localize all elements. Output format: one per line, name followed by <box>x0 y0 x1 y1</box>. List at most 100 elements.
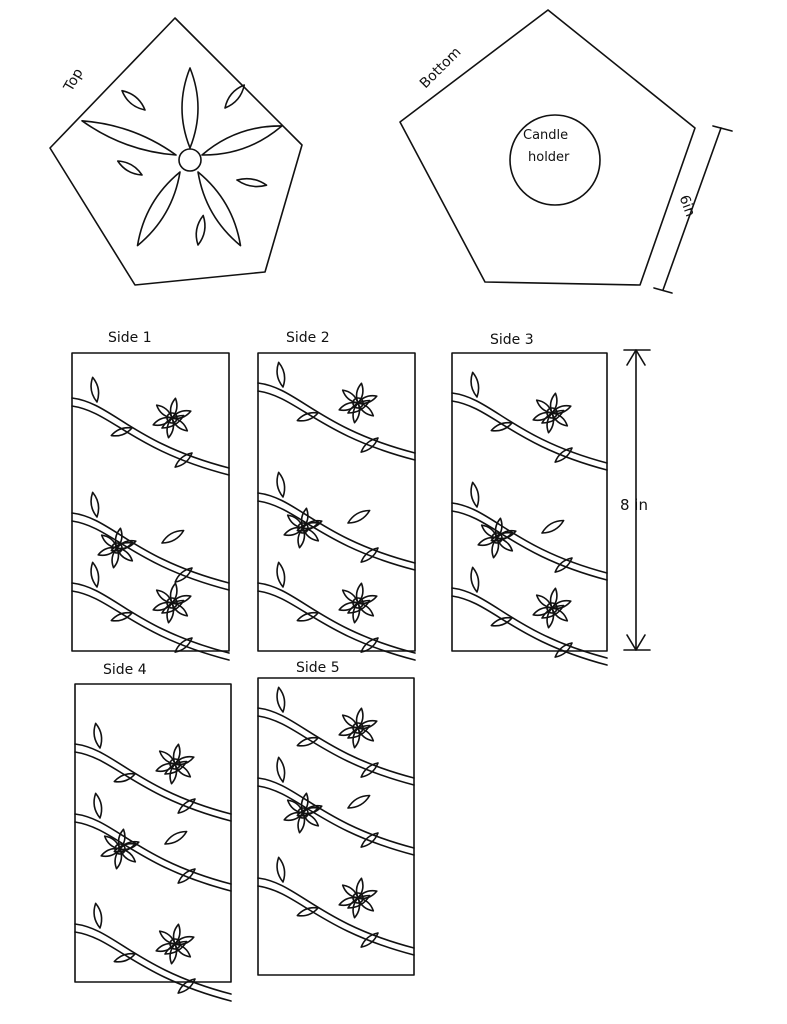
flower-petal <box>532 411 553 422</box>
leaf <box>174 637 193 653</box>
top-petal-cutouts <box>81 67 283 247</box>
side-panel-outline <box>451 352 608 652</box>
side-5-panel <box>257 677 415 976</box>
flower-petal <box>297 812 306 834</box>
branch-line <box>71 405 230 476</box>
flower <box>283 792 323 834</box>
leaf <box>276 686 286 713</box>
flower-petal <box>477 536 498 547</box>
flower-petal <box>155 942 176 953</box>
leaf <box>174 452 193 468</box>
leaf <box>93 792 103 819</box>
side-panel-outline <box>257 352 416 652</box>
side-4-label: Side 4 <box>103 662 147 678</box>
large-petal-cutout <box>197 171 242 247</box>
leaf <box>177 868 196 884</box>
flower-petal <box>103 835 121 850</box>
side-3-panel <box>451 352 608 666</box>
leaf <box>554 447 573 463</box>
flower-petal <box>166 602 175 624</box>
flower-petal <box>491 537 500 559</box>
flower <box>100 828 140 870</box>
leaf <box>490 616 513 627</box>
flower-center <box>546 602 558 614</box>
leaf <box>276 756 286 783</box>
flower-petal <box>116 547 134 562</box>
flower-petal <box>532 606 553 617</box>
flower-petal <box>357 727 375 742</box>
candle-holder-circle <box>509 114 601 206</box>
flower <box>532 587 572 629</box>
flower-center <box>169 938 181 950</box>
flower-petal <box>341 389 359 404</box>
side-4-panel <box>74 683 232 1002</box>
flower-petal <box>116 539 137 550</box>
flower-center <box>169 758 181 770</box>
flower-petal <box>341 589 359 604</box>
branch-line <box>451 502 608 574</box>
small-leaf-cutout <box>116 160 143 176</box>
leaf <box>360 637 379 653</box>
leaf <box>360 437 379 453</box>
side-panel-outline <box>74 683 232 983</box>
flower <box>155 743 195 785</box>
flower <box>97 527 137 569</box>
flower-petal <box>111 547 120 569</box>
leaf <box>174 567 193 583</box>
flower-petal <box>496 529 517 540</box>
flower-petal <box>174 935 195 946</box>
leaf <box>276 471 286 498</box>
leaf <box>93 722 103 749</box>
eight-inch-label: 8 in <box>620 496 648 514</box>
leaf <box>164 830 188 845</box>
small-leaf-cutout <box>224 84 246 109</box>
branch-line <box>257 500 416 571</box>
flower-petal <box>300 507 309 529</box>
large-petal-cutout <box>181 67 199 149</box>
flower-petal <box>171 417 189 432</box>
flower-petal <box>172 923 181 945</box>
small-leaf-cutout <box>236 177 268 188</box>
flower-petal <box>172 743 181 765</box>
flower-petal <box>551 404 572 415</box>
flower-petal <box>302 804 323 815</box>
branch-line <box>451 400 608 471</box>
flower-petal <box>355 582 364 604</box>
leaf <box>296 906 319 917</box>
flower-petal <box>338 601 359 612</box>
flower-petal <box>480 524 498 539</box>
flower-petal <box>341 714 359 729</box>
flower-petal <box>352 897 361 919</box>
flower-petal <box>357 394 378 405</box>
side-panel-outline <box>257 677 415 976</box>
leaf <box>470 566 480 593</box>
branch-line <box>257 492 416 564</box>
leaf <box>360 547 379 563</box>
flower-petal <box>357 602 375 617</box>
flower <box>338 582 378 624</box>
side-3-label: Side 3 <box>490 332 534 348</box>
flower <box>155 923 195 965</box>
leaf <box>110 426 133 437</box>
branch-line <box>451 510 608 581</box>
flower-petal <box>169 582 178 604</box>
flower-petal <box>174 943 192 958</box>
flower-petal <box>158 930 176 945</box>
flower-petal <box>169 397 178 419</box>
flower-center <box>352 722 364 734</box>
branch-line <box>74 821 232 892</box>
flower <box>477 517 517 559</box>
leaf <box>90 376 100 403</box>
flower-petal <box>283 811 304 822</box>
leaf <box>360 832 379 848</box>
large-petal-cutout <box>201 125 283 156</box>
flower-center <box>111 542 123 554</box>
flower-petal <box>152 601 173 612</box>
leaf <box>347 794 371 809</box>
side-5-label: Side 5 <box>296 660 340 676</box>
branch-line <box>257 707 415 779</box>
leaf <box>296 611 319 622</box>
flower-petal <box>114 848 123 870</box>
leaf <box>554 557 573 573</box>
branch-line <box>257 885 415 956</box>
